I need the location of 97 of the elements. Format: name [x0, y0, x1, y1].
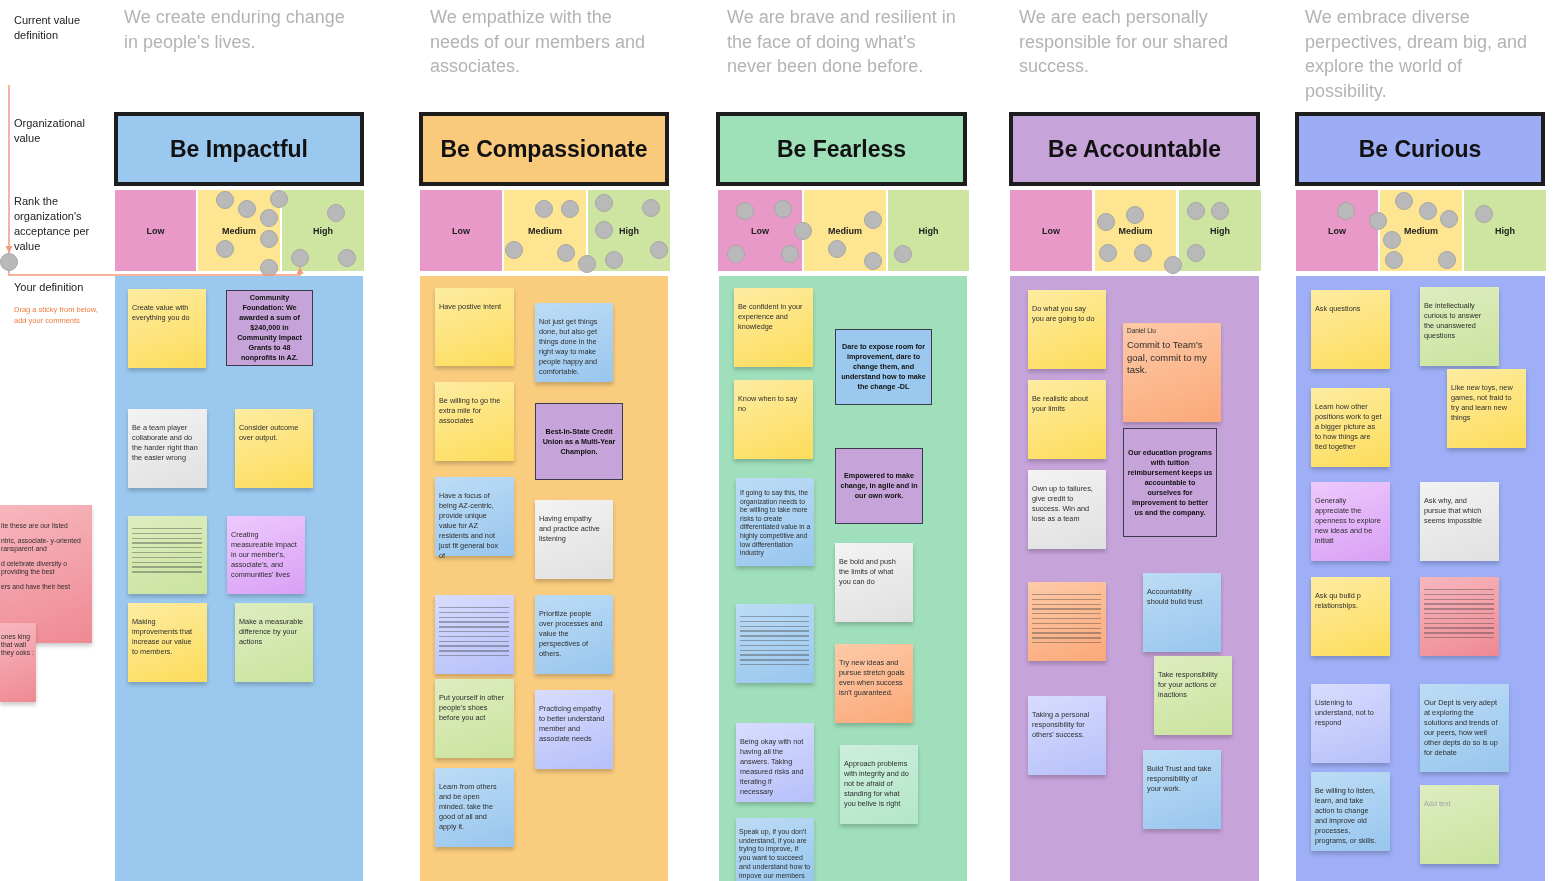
value-header-card: Be Accountable [1009, 112, 1260, 186]
rating-label: High [313, 225, 333, 236]
rating-cell [718, 190, 802, 271]
rating-label: Medium [528, 225, 562, 236]
rating-cell [198, 190, 280, 271]
dot-icon [1097, 213, 1115, 231]
rating-cell [1380, 190, 1462, 271]
rating-label: Medium [828, 225, 862, 236]
sticky-note [1420, 577, 1499, 656]
dot-icon [0, 253, 18, 271]
dot-icon [774, 200, 792, 218]
column-panel [420, 276, 668, 881]
sticky-note [128, 516, 207, 594]
dot-icon [561, 200, 579, 218]
rating-label: High [1495, 225, 1515, 236]
row-label: Rank the organization's acceptance per value [14, 194, 91, 254]
rating-cell [888, 190, 969, 271]
dot-icon [595, 194, 613, 212]
dot-icon [828, 240, 846, 258]
dot-icon [736, 202, 754, 220]
dot-icon [1134, 244, 1152, 262]
sticky-note [736, 604, 814, 683]
rating-label: Low [751, 225, 769, 236]
rating-cell [804, 190, 886, 271]
dot-icon [505, 241, 523, 259]
value-description: We are brave and resilient in the face of doing what's never been done before. [727, 6, 957, 78]
dot-icon [1395, 192, 1413, 210]
row-label: Current value definition [14, 13, 82, 43]
column-panel [719, 276, 967, 881]
dot-icon [260, 209, 278, 227]
dot-icon [595, 221, 613, 239]
rating-cell [1296, 190, 1378, 271]
rating-cell [1464, 190, 1546, 271]
dot-icon [605, 251, 623, 269]
rating-cell: Low [115, 190, 196, 271]
dot-icon [650, 241, 668, 259]
dot-icon [1438, 251, 1456, 269]
dot-icon [1419, 202, 1437, 220]
rating-label: High [619, 225, 639, 236]
rating-cell [1179, 190, 1261, 271]
rating-cell [588, 190, 670, 271]
dot-icon [1211, 202, 1229, 220]
value-header-card: Be Impactful [114, 112, 364, 186]
rating-label: Low [1328, 225, 1346, 236]
dot-icon [1383, 231, 1401, 249]
rating-cell [282, 190, 364, 271]
dot-icon [291, 249, 309, 267]
dot-icon [1475, 205, 1493, 223]
dot-icon [894, 245, 912, 263]
column-panel [1010, 276, 1259, 881]
rating-label: Medium [222, 225, 256, 236]
dot-icon [1440, 210, 1458, 228]
row-label: Organizational value [14, 116, 86, 146]
rating-cell [504, 190, 586, 271]
rating-cell: Low [1010, 190, 1092, 271]
rating-label: High [918, 225, 939, 236]
dot-icon [260, 230, 278, 248]
value-header-card: Be Curious [1295, 112, 1545, 186]
dot-icon [642, 199, 660, 217]
sticky-note [1123, 323, 1221, 422]
rating-label: Medium [1404, 225, 1438, 236]
column-panel [1296, 276, 1545, 881]
connector-arrow [5, 84, 13, 254]
dot-icon [535, 200, 553, 218]
dot-icon [327, 204, 345, 222]
dot-icon [1187, 202, 1205, 220]
value-description: We are each personally responsible for our shared success. [1019, 6, 1230, 78]
rating-cell [1095, 190, 1176, 271]
connector-arrow [8, 266, 304, 276]
dot-icon [1187, 244, 1205, 262]
value-header-card: Be Compassionate [419, 112, 669, 186]
dot-icon [864, 252, 882, 270]
value-description: We empathize with the needs of our members and associates. [430, 6, 647, 78]
column-panel [115, 276, 363, 881]
dot-icon [781, 245, 799, 263]
dot-icon [1126, 206, 1144, 224]
dot-icon [1337, 202, 1355, 220]
dot-icon [727, 245, 745, 263]
dot-icon [864, 211, 882, 229]
rating-cell: Low [420, 190, 502, 271]
dot-icon [238, 200, 256, 218]
note-text: Commit to Team's goal, commit to my task. [1127, 339, 1208, 377]
rating-label: Medium [1118, 225, 1153, 236]
dot-icon [557, 244, 575, 262]
sticky-note [0, 505, 92, 643]
value-description: We embrace diverse perpectives, dream big, and explore the world of possibility. [1305, 6, 1529, 103]
dot-icon [1099, 244, 1117, 262]
value-header-card: Be Fearless [716, 112, 967, 186]
dot-icon [338, 249, 356, 267]
sticky-note [1028, 582, 1106, 661]
rating-label: High [1210, 225, 1230, 236]
dot-icon [216, 240, 234, 258]
dot-icon [216, 191, 234, 209]
row-label: Your definition [14, 280, 85, 295]
sticky-note [435, 595, 514, 674]
value-description: We create enduring change in people's lives. [124, 6, 346, 54]
dot-icon [1385, 251, 1403, 269]
